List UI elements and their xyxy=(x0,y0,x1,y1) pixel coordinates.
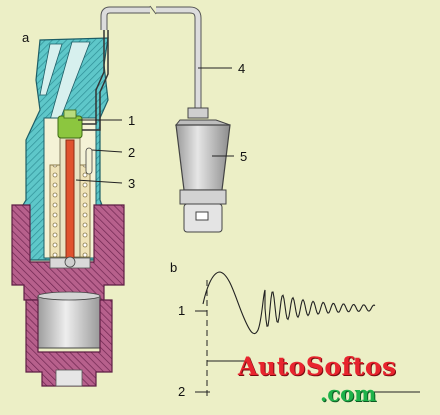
nozzle-cap xyxy=(25,299,113,387)
panel-a-label: a xyxy=(22,30,30,45)
connector-plug xyxy=(174,107,231,233)
valve-ball xyxy=(64,256,76,268)
watermark-main: AutoSoftos xyxy=(238,352,397,381)
sensor-cap xyxy=(63,109,77,119)
callout-leaders xyxy=(75,67,234,184)
signal-trace xyxy=(202,271,376,335)
graph-level-2: 2 xyxy=(178,384,185,399)
sensor-cable xyxy=(100,5,202,108)
needle-rod xyxy=(65,139,75,261)
nozzle-tip xyxy=(55,369,83,387)
nozzle-top xyxy=(37,291,101,301)
sensor-lead-2 xyxy=(82,30,109,131)
callout-2: 2 xyxy=(128,145,135,160)
side-slot xyxy=(85,147,93,175)
panel-b-label: b xyxy=(170,260,177,275)
injector-body xyxy=(11,30,125,387)
fuel-inlet-channel-2 xyxy=(39,43,63,96)
callout-1: 1 xyxy=(128,113,135,128)
graph-level-1: 1 xyxy=(178,303,185,318)
watermark-sub: .com xyxy=(320,381,377,406)
sensor-lead xyxy=(82,30,105,125)
signal-graph xyxy=(195,271,420,400)
lower-housing xyxy=(11,204,125,301)
callout-4: 4 xyxy=(238,61,245,76)
sensor-head xyxy=(57,115,83,139)
nozzle-body xyxy=(37,295,101,349)
callout-3: 3 xyxy=(128,176,135,191)
callout-5: 5 xyxy=(240,149,247,164)
